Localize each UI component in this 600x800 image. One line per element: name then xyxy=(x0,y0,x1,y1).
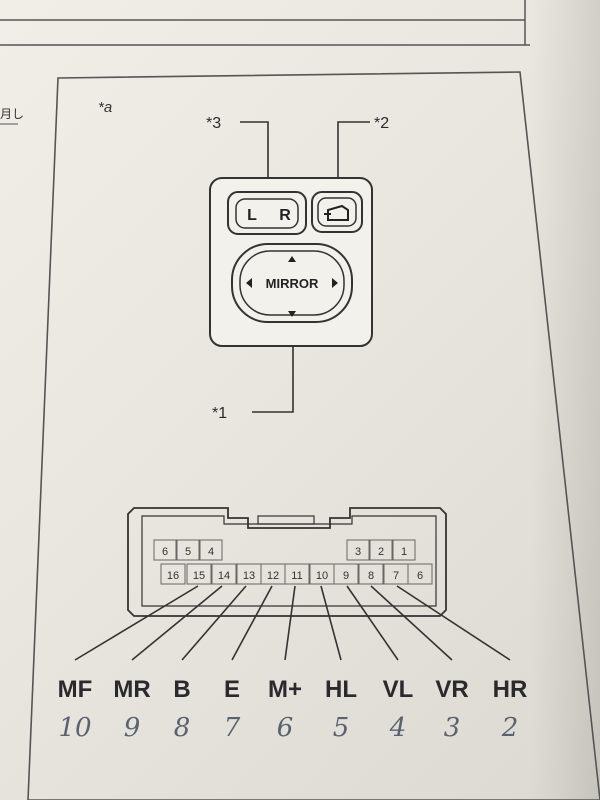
mirror-fold-icon xyxy=(324,204,349,221)
handwritten-number: 9 xyxy=(124,713,141,743)
margin-text: 月し xyxy=(0,107,24,121)
leader-line xyxy=(131,585,223,661)
handwritten-number: 10 xyxy=(58,713,91,743)
signal-label: HR xyxy=(493,676,528,703)
diagram-frame xyxy=(27,71,600,800)
pin-number: 1 xyxy=(401,546,407,558)
pin-number: 12 xyxy=(267,570,279,582)
pin-cell xyxy=(211,563,237,585)
leader-line xyxy=(181,585,247,661)
handwritten-number: 7 xyxy=(224,713,241,743)
connector-pins: 6 5 4 3 2 1 16 15 14 13 12 11 10 9 8 7 6 xyxy=(153,539,433,585)
selector-right-label: R xyxy=(279,207,291,224)
connector-housing xyxy=(127,507,447,617)
mirror-label: MIRROR xyxy=(266,276,319,291)
pin-number: 16 xyxy=(167,570,179,582)
pin-cell xyxy=(358,563,384,585)
callout-2: *2 xyxy=(374,115,389,132)
pin-cell xyxy=(160,563,186,585)
callout-1: *1 xyxy=(212,405,227,422)
pin-cell xyxy=(333,563,359,585)
leader-line xyxy=(231,585,273,661)
signal-label: MF xyxy=(58,676,93,703)
pin-number: 15 xyxy=(193,570,205,582)
top-frame xyxy=(0,0,530,46)
page-shadow xyxy=(530,0,600,800)
mirror-pad[interactable]: MIRROR xyxy=(231,243,353,323)
pin-cell xyxy=(407,563,433,585)
pin-number: 6 xyxy=(417,570,423,582)
pin-number: 4 xyxy=(208,546,214,558)
handwritten-number: 8 xyxy=(174,713,191,743)
pin-number: 8 xyxy=(368,570,374,582)
pin-cell xyxy=(369,539,393,561)
signal-label: MR xyxy=(113,676,150,703)
handwritten-number: 3 xyxy=(444,713,461,743)
pin-number: 7 xyxy=(393,570,399,582)
leader-line xyxy=(370,585,453,661)
pin-number: 10 xyxy=(316,570,328,582)
ref-a-label: *a xyxy=(98,99,112,116)
handwritten-number: 5 xyxy=(333,713,350,743)
right-arrow-icon xyxy=(332,278,338,288)
lr-selector[interactable]: L R xyxy=(227,191,307,235)
pin-cell xyxy=(153,539,177,561)
pin-cell xyxy=(199,539,223,561)
pin-cell xyxy=(392,539,416,561)
pin-number: 11 xyxy=(291,570,302,582)
pin-cell xyxy=(176,539,200,561)
pin-number: 6 xyxy=(162,546,168,558)
leader-line xyxy=(320,585,342,661)
up-arrow-icon xyxy=(288,256,296,262)
callout-lines xyxy=(240,121,370,413)
down-arrow-icon xyxy=(288,311,296,317)
handwritten-number: 4 xyxy=(389,713,407,743)
callout-3: *3 xyxy=(206,115,221,132)
selector-left-label: L xyxy=(247,207,257,224)
signal-label: HL xyxy=(325,676,357,703)
pin-number: 13 xyxy=(243,570,255,582)
pin-number: 2 xyxy=(378,546,384,558)
fold-switch[interactable] xyxy=(311,191,363,233)
pin-number: 9 xyxy=(343,570,349,582)
pin-cell xyxy=(284,563,310,585)
pin-number: 3 xyxy=(355,546,361,558)
pin-cell xyxy=(186,563,212,585)
leader-lines xyxy=(74,585,511,661)
leader-line xyxy=(346,585,399,661)
handwritten-number: 2 xyxy=(501,713,519,743)
signal-label: VR xyxy=(435,676,468,703)
pin-number: 14 xyxy=(218,570,230,582)
pin-cell xyxy=(346,539,370,561)
signal-label: E xyxy=(224,676,240,703)
leader-line xyxy=(284,585,296,661)
leader-line xyxy=(396,585,511,661)
leader-line xyxy=(74,585,199,661)
signal-labels: MF 10 MR 9 B 8 E 7 M+ 6 HL 5 VL 4 VR 3 HR 2 xyxy=(58,676,528,743)
handwritten-number: 6 xyxy=(277,713,294,743)
signal-label: M+ xyxy=(268,676,302,703)
left-arrow-icon xyxy=(246,278,252,288)
signal-label: VL xyxy=(383,676,414,703)
pin-number: 5 xyxy=(185,546,191,558)
signal-label: B xyxy=(173,676,190,703)
